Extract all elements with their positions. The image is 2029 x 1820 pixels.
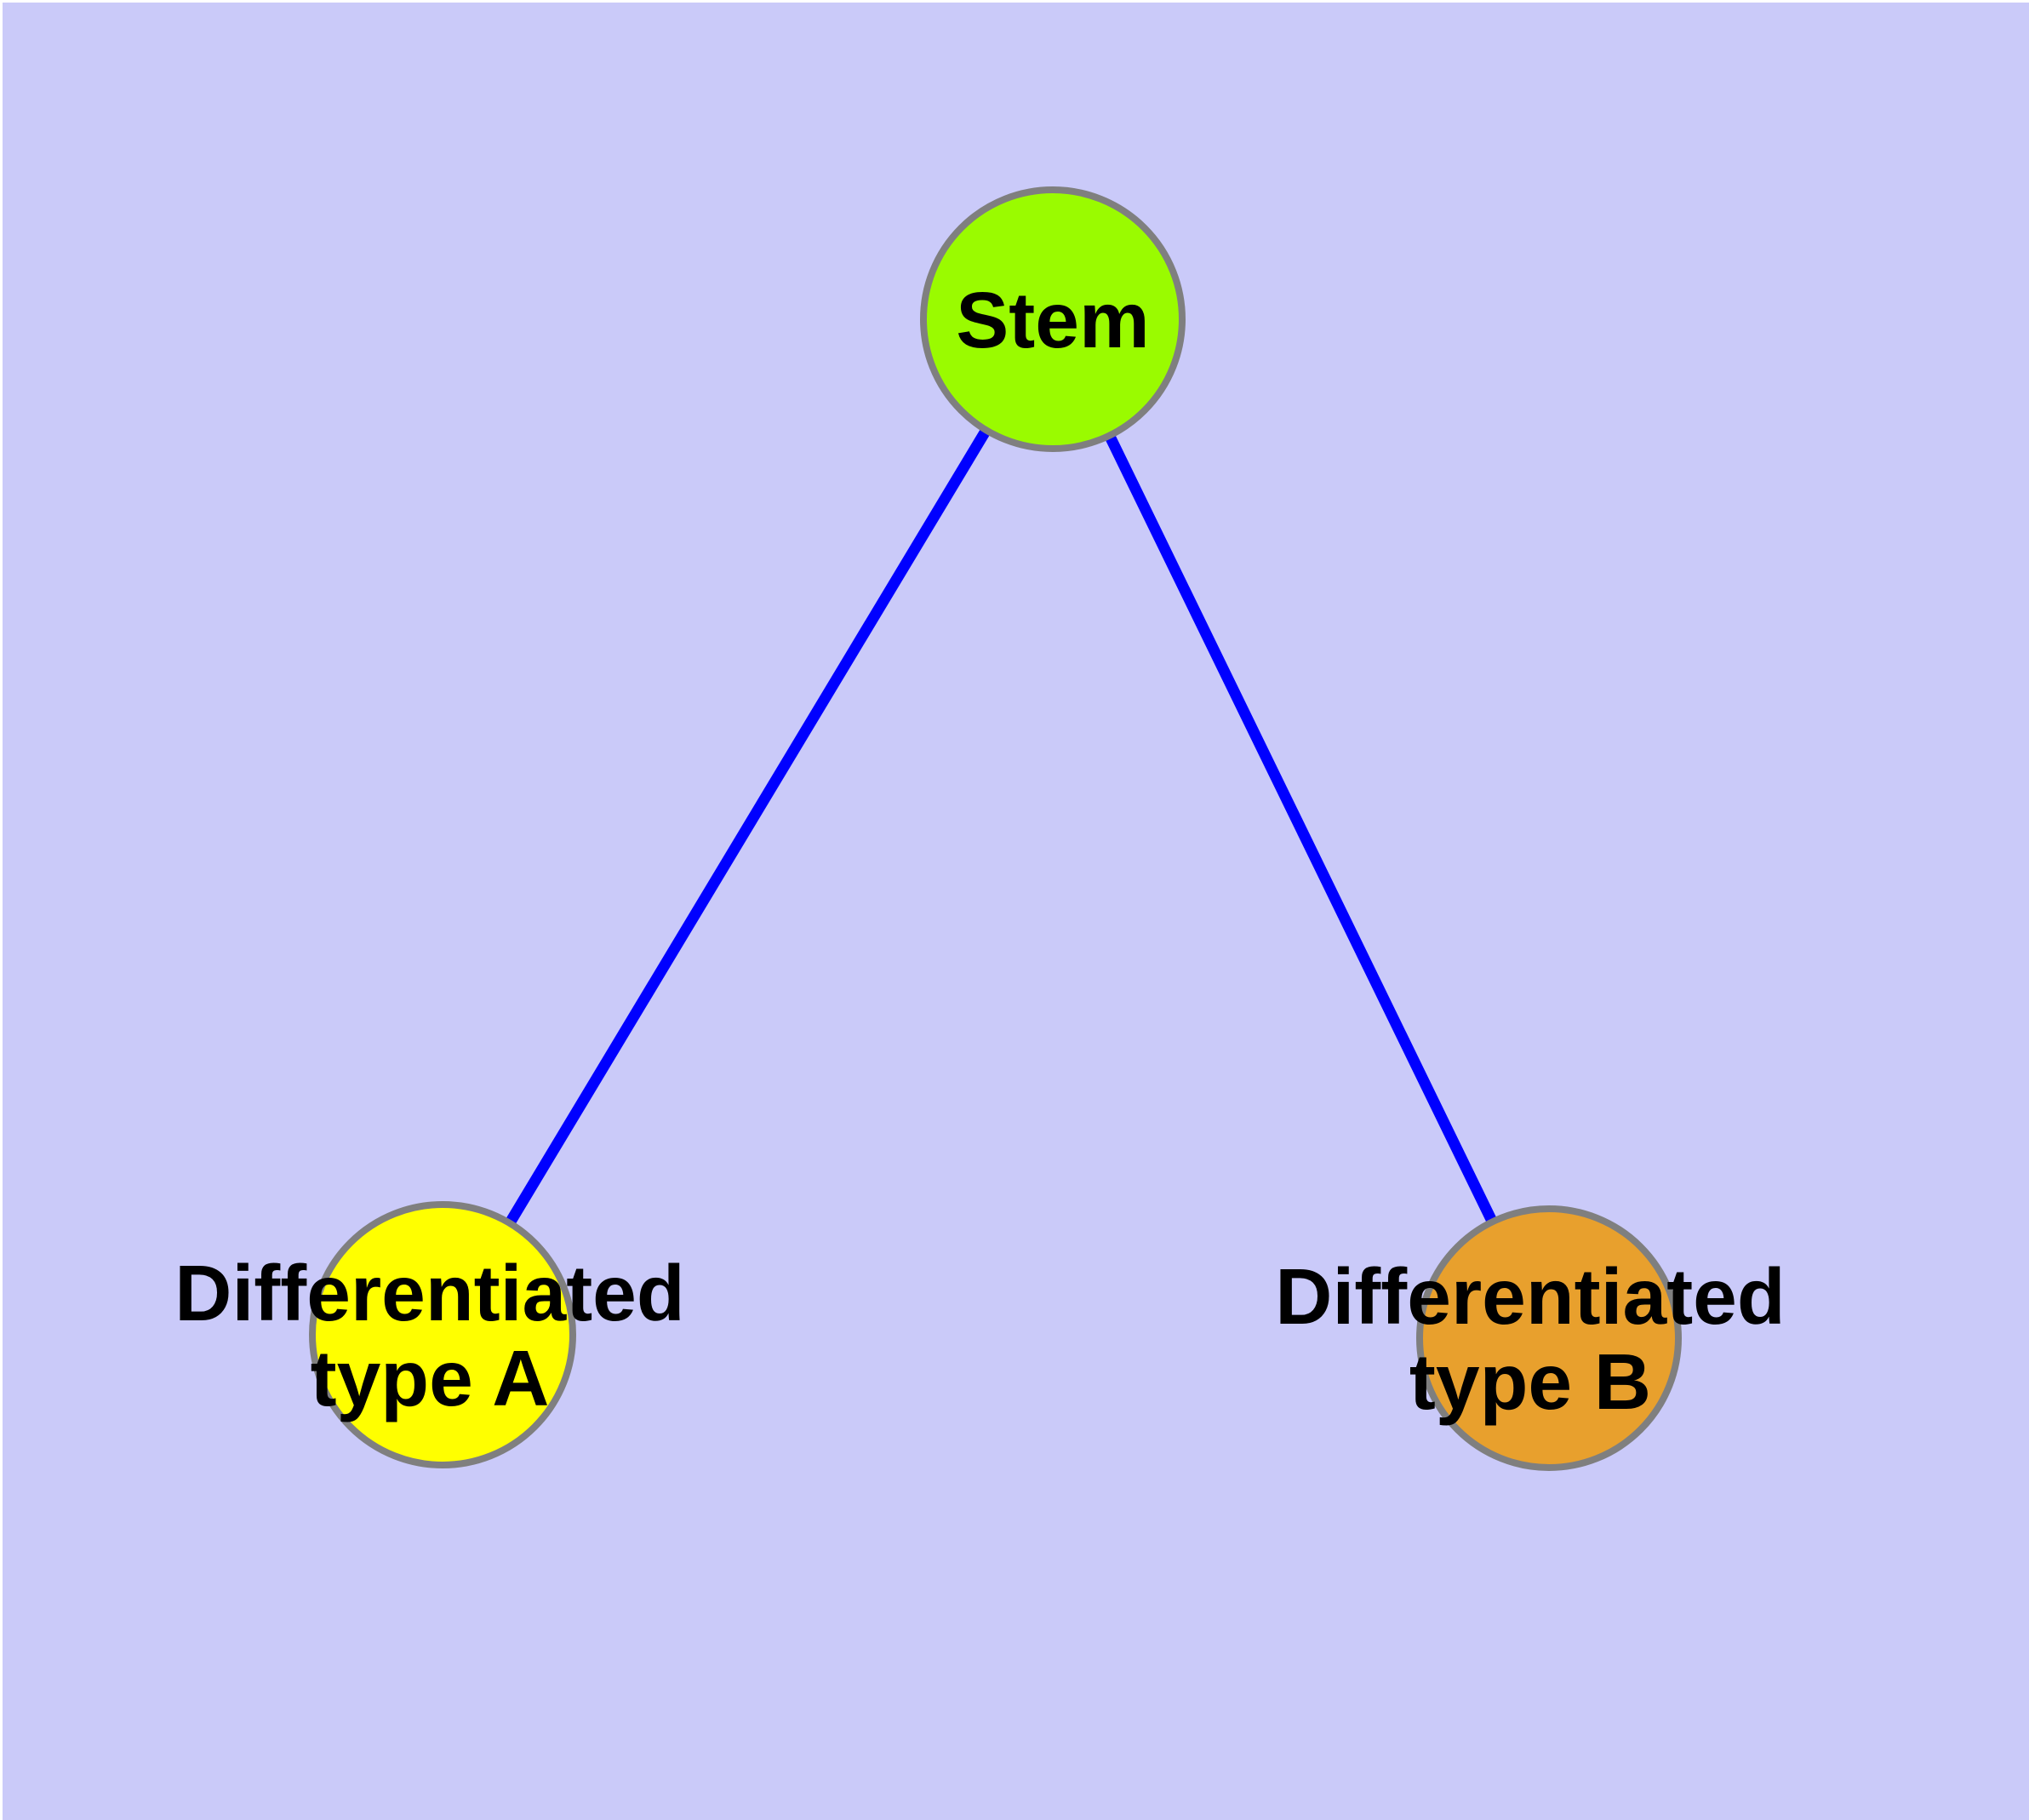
node-stem-label: Stem (956, 276, 1149, 364)
node-differentiated-type-b (1416, 1205, 1682, 1471)
node-differentiated-type-b-label-line2: type B (1409, 1337, 1651, 1426)
node-differentiated-type-b-label-line1: Differentiated (1275, 1252, 1785, 1341)
edge-stem-to-differentiated-type-a (437, 316, 1058, 1338)
node-stem (920, 186, 1186, 452)
node-differentiated-type-a (309, 1201, 576, 1468)
node-differentiated-type-a-label-line2: type A (311, 1334, 550, 1422)
edge-stem-to-differentiated-type-b (1048, 317, 1554, 1341)
node-differentiated-type-a-label-line1: Differentiated (174, 1249, 684, 1337)
